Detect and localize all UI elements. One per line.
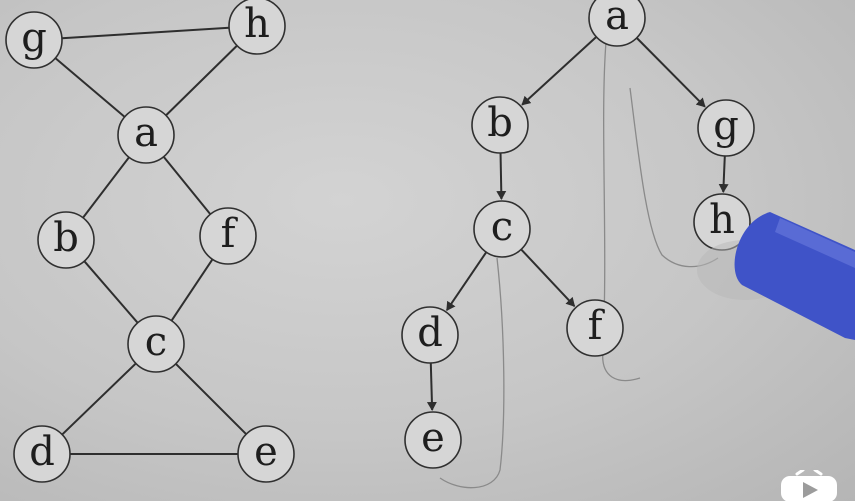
tree-node-g: g xyxy=(697,99,755,157)
graph-node-label-a: a xyxy=(134,110,158,156)
tree-node-label-c: c xyxy=(491,204,513,250)
tree-node-circle-f xyxy=(566,299,624,357)
edge-a-b xyxy=(82,156,130,219)
graph-node-label-f: f xyxy=(221,211,239,257)
graph-node-circle-d xyxy=(13,425,71,483)
marker-pen xyxy=(697,212,855,340)
graph-node-label-c: c xyxy=(145,319,167,365)
graph-node-circle-h xyxy=(228,0,286,55)
arrow-a-b xyxy=(521,36,598,106)
tree-node-label-e: e xyxy=(421,415,445,461)
arrow-a-g xyxy=(635,37,706,108)
tree-node-label-f: f xyxy=(588,303,606,349)
graph-node-c: c xyxy=(127,315,185,373)
edge-c-e xyxy=(175,363,247,435)
arrow-g-h xyxy=(718,155,729,194)
trace-curve-a-right xyxy=(629,87,719,268)
edge-h-a xyxy=(165,44,238,117)
graph-node-circle-a xyxy=(117,106,175,164)
tree-node-label-a: a xyxy=(605,0,629,39)
graph-node-circle-b xyxy=(37,211,95,269)
arrow-b-c xyxy=(496,152,507,201)
undirected-edges xyxy=(54,26,247,455)
edge-g-h xyxy=(61,26,230,40)
tree-node-label-g: g xyxy=(713,103,739,149)
tree-node-circle-e xyxy=(404,411,462,469)
trace-curve-a-left xyxy=(602,41,641,382)
tree-node-circle-d xyxy=(401,306,459,364)
graph-node-circle-e xyxy=(237,425,295,483)
graph-node-h: h xyxy=(228,0,286,55)
graph-node-e: e xyxy=(237,425,295,483)
graph-node-label-e: e xyxy=(254,429,278,475)
tree-node-d: d xyxy=(401,306,459,364)
graph-node-circle-c xyxy=(127,315,185,373)
graph-node-a: a xyxy=(117,106,175,164)
play-button[interactable] xyxy=(779,470,839,501)
graph-node-label-d: d xyxy=(29,429,55,475)
tree-node-circle-a xyxy=(588,0,646,47)
edge-c-d xyxy=(61,362,137,436)
graph-node-d: d xyxy=(13,425,71,483)
dfs-tree-arrows xyxy=(426,36,729,412)
edge-b-c xyxy=(83,260,139,324)
tree-node-h: h xyxy=(693,193,751,251)
graph-node-b: b xyxy=(37,211,95,269)
arrow-d-e xyxy=(426,362,437,412)
play-icon xyxy=(781,470,837,501)
tree-node-c: c xyxy=(473,200,531,258)
edge-a-f xyxy=(162,156,212,215)
graph-node-circle-f xyxy=(199,207,257,265)
tree-node-e: e xyxy=(404,411,462,469)
edge-g-a xyxy=(54,57,126,118)
graph-node-f: f xyxy=(199,207,257,265)
arrow-c-d xyxy=(446,251,488,312)
graph-node-label-h: h xyxy=(244,1,270,47)
edge-f-c xyxy=(170,258,214,322)
graph-node-label-b: b xyxy=(53,215,79,261)
tree-node-label-b: b xyxy=(487,100,513,146)
tree-node-label-d: d xyxy=(417,310,443,356)
tree-node-circle-c xyxy=(473,200,531,258)
graph-node-g: g xyxy=(5,11,63,69)
trace-curve-c-e xyxy=(439,257,505,489)
graph-node-label-g: g xyxy=(21,15,47,61)
tree-node-a: a xyxy=(588,0,646,47)
arrow-c-f xyxy=(520,248,576,307)
traversal-trace-lines xyxy=(439,41,719,489)
tree-node-circle-b xyxy=(471,96,529,154)
tree-node-f: f xyxy=(566,299,624,357)
undirected-graph-nodes: g h a b f c d e xyxy=(5,0,295,483)
tree-node-b: b xyxy=(471,96,529,154)
tree-node-circle-g xyxy=(697,99,755,157)
tree-node-label-h: h xyxy=(709,197,735,243)
graph-node-circle-g xyxy=(5,11,63,69)
dfs-tree-nodes: a b g c h d f e xyxy=(401,0,755,469)
